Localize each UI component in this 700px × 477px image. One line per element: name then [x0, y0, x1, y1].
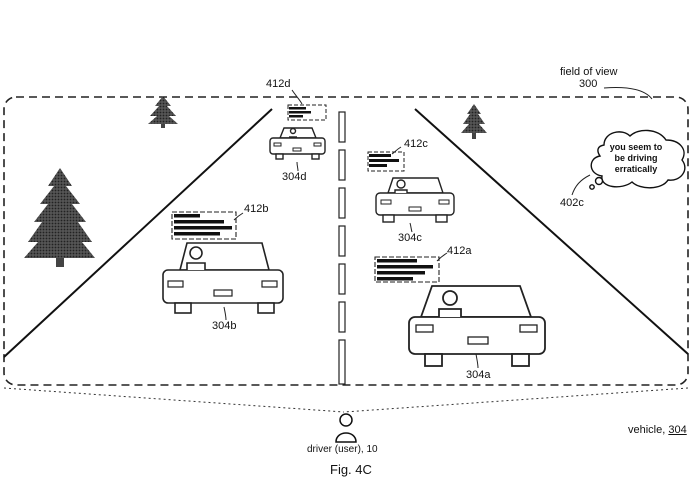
label-304d: 304d	[282, 171, 307, 183]
driver-view-cone	[3, 387, 689, 413]
figure-title: Fig. 4C	[330, 462, 372, 477]
driver-icon	[335, 413, 357, 443]
car-304a	[408, 285, 546, 367]
vehicle-label: vehicle, 304	[628, 424, 687, 436]
tree-small-left	[148, 96, 178, 128]
reference-leaders	[223, 89, 591, 369]
bubble-text: you seem to be driving erratically	[596, 142, 676, 175]
field-of-view-frame	[3, 96, 689, 386]
info-panel-412a	[374, 256, 440, 283]
car-304d	[269, 127, 326, 160]
label-304c: 304c	[398, 232, 422, 244]
thought-bubble-402c	[589, 129, 686, 190]
driver-label: driver (user), 10	[307, 444, 378, 455]
vehicle-label-ref: 304	[668, 424, 687, 436]
bubble-line-3: erratically	[614, 164, 658, 174]
bubble-line-1: you seem to	[609, 142, 663, 152]
bubble-line-2: be driving	[614, 153, 658, 163]
center-lane-dashes	[338, 111, 346, 385]
vehicle-label-text: vehicle,	[628, 424, 669, 436]
field-of-view-leader	[603, 87, 653, 100]
car-304b	[162, 242, 284, 314]
field-of-view-number: 300	[579, 78, 598, 90]
info-panel-412c	[367, 151, 405, 172]
label-412c: 412c	[404, 138, 428, 150]
road-edge-left	[3, 108, 273, 358]
label-304a: 304a	[466, 369, 491, 381]
road-edge-right	[414, 108, 689, 355]
tree-small-right	[461, 104, 487, 139]
label-412a: 412a	[447, 245, 472, 257]
info-panel-412d	[287, 104, 327, 121]
tree-large-left	[24, 168, 95, 267]
info-panel-412b	[171, 211, 237, 240]
label-412d: 412d	[266, 78, 291, 90]
car-304c	[375, 177, 455, 223]
label-402c: 402c	[560, 197, 584, 209]
label-412b: 412b	[244, 203, 269, 215]
field-of-view-label: field of view	[560, 66, 618, 78]
label-304b: 304b	[212, 320, 237, 332]
